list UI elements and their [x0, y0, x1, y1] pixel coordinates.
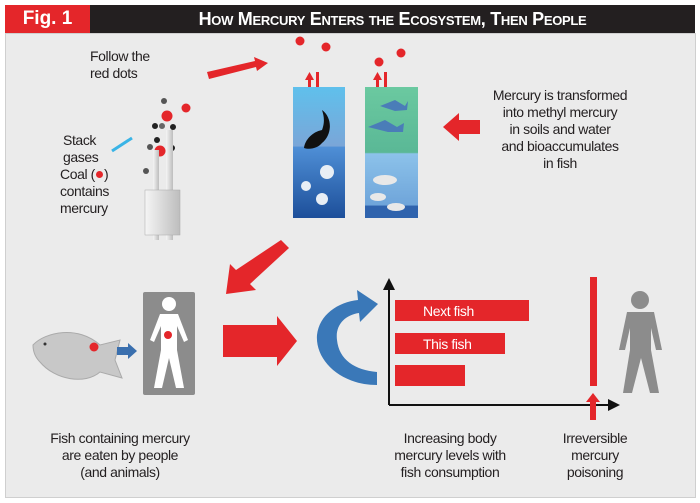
coal-text: Coal ( [60, 166, 95, 182]
increasing-line: mercury levels with [394, 447, 506, 463]
red-dot-icon [95, 171, 103, 178]
transformed-label: Mercury is transformed into methyl mercu… [480, 87, 640, 172]
stack-gases-label: Stack gases [63, 132, 99, 166]
eaten-label: Fish containing mercury are eaten by peo… [30, 430, 210, 481]
transformed-line: in soils and water [509, 121, 611, 137]
transformed-line: into methyl mercury [502, 104, 618, 120]
follow-label: Follow the red dots [90, 48, 150, 82]
shark-icons [368, 100, 408, 132]
bar-previous [395, 365, 465, 386]
bar-label-next: Next fish [423, 303, 474, 319]
bar-this-fish [395, 333, 505, 354]
atmosphere-dots [295, 36, 406, 67]
transformed-line: Mercury is transformed [492, 87, 628, 103]
threshold-line [590, 277, 597, 386]
figure-label: Fig. 1 [5, 5, 90, 33]
fish-icon [32, 332, 123, 380]
transformed-line: and bioaccumulates [501, 138, 619, 154]
poisoning-line: Irreversible [562, 430, 628, 446]
stack-line-1: Stack [63, 132, 97, 148]
arrow-right-icon [207, 57, 268, 79]
follow-line-2: red dots [90, 65, 138, 81]
person-body-icon [143, 292, 195, 395]
diagram-panel [5, 33, 696, 498]
mercury-dot [89, 342, 99, 352]
figure-title: How Mercury Enters the Ecosystem, Then P… [90, 5, 695, 33]
eaten-line: (and animals) [80, 464, 160, 480]
arrow-down-left-icon [226, 240, 289, 294]
arrow-up-icon [586, 393, 600, 420]
large-fish-icon [304, 110, 330, 149]
poisoning-line: mercury [571, 447, 619, 463]
arrow-left-icon [443, 113, 480, 141]
chart-axes [383, 278, 620, 411]
coal-line-2: contains [60, 183, 109, 199]
white-fish-icons [370, 175, 405, 211]
small-arrow-icon [117, 343, 137, 359]
stack-gases-pointer [111, 136, 133, 153]
stack-line-2: gases [63, 149, 99, 165]
increasing-label: Increasing body mercury levels with fish… [375, 430, 525, 481]
coal-line-3: mercury [60, 200, 108, 216]
coal-paren: ) [103, 166, 109, 182]
eaten-line: are eaten by people [61, 447, 179, 463]
transformed-line: in fish [543, 155, 577, 171]
arrow-right-large-icon [223, 316, 297, 366]
increasing-line: Increasing body [403, 430, 497, 446]
increasing-line: fish consumption [400, 464, 500, 480]
small-fish-icons [301, 165, 334, 205]
poisoning-line: poisoning [566, 464, 624, 480]
coal-label: Coal () contains mercury [60, 166, 109, 217]
coal-line-1: Coal () [60, 166, 109, 183]
person-icon [619, 291, 662, 393]
bar-label-this: This fish [423, 336, 472, 352]
bar-next-fish [395, 300, 529, 321]
eaten-line: Fish containing mercury [50, 430, 190, 446]
follow-line-1: Follow the [90, 48, 150, 64]
cycle-arrow-icon [316, 290, 378, 385]
smokestack-icon [144, 130, 181, 240]
poisoning-label: Irreversible mercury poisoning [555, 430, 635, 481]
